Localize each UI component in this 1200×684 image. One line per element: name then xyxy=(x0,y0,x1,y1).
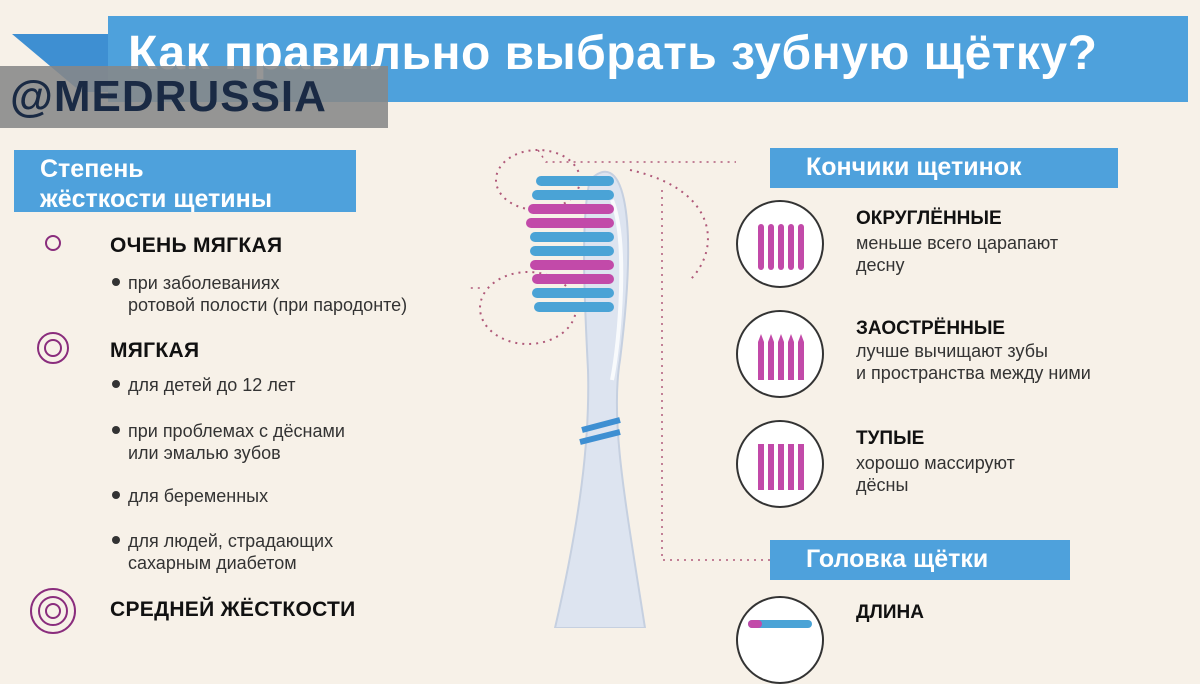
bullet-item: для детей до 12 лет xyxy=(112,374,295,396)
double-ring-icon xyxy=(37,332,69,364)
watermark-text: @MEDRUSSIA xyxy=(10,72,327,121)
single-ring-icon xyxy=(45,235,61,251)
tip-desc-rounded: меньше всего царапают десну xyxy=(856,233,1059,275)
bullet-dot-icon xyxy=(112,426,120,435)
brush-head-icon xyxy=(736,596,824,684)
stiffness-level-soft: МЯГКАЯ xyxy=(110,339,200,362)
bullet-item: при заболеваниях ротовой полости (при па… xyxy=(112,272,407,316)
tip-desc-pointed: лучше вычищают зубы и пространства между… xyxy=(856,341,1091,383)
tip-title-rounded: ОКРУГЛЁННЫЕ xyxy=(856,208,1002,229)
bristle-rows xyxy=(526,176,614,312)
stiffness-header-line1: Степень xyxy=(40,155,144,183)
bullet-dot-icon xyxy=(112,380,120,389)
bullet-item: при проблемах с дёснами или эмалью зубов xyxy=(112,420,345,464)
brush-head-title-length: ДЛИНА xyxy=(856,602,924,623)
rounded-bristles-icon xyxy=(736,200,824,288)
pointed-bristles-icon xyxy=(736,310,824,398)
tip-desc-blunt: хорошо массируют дёсны xyxy=(856,453,1015,495)
tips-section-header: Кончики щетинок xyxy=(770,148,1118,188)
stiffness-level-medium: СРЕДНЕЙ ЖЁСТКОСТИ xyxy=(110,598,356,621)
triple-ring-icon xyxy=(30,588,76,634)
toothbrush-illustration xyxy=(470,149,770,628)
stiffness-header-line2: жёсткости щетины xyxy=(40,185,273,213)
blunt-bristles-icon xyxy=(736,420,824,508)
bullet-item: для беременных xyxy=(112,485,268,507)
stiffness-section-header: Степень жёсткости щетины xyxy=(14,150,356,213)
bullet-item: для людей, страдающих сахарным диабетом xyxy=(112,530,333,574)
watermark-badge: @MEDRUSSIA xyxy=(0,66,388,128)
stiffness-level-very-soft: ОЧЕНЬ МЯГКАЯ xyxy=(110,234,283,257)
bullet-dot-icon xyxy=(112,278,120,287)
bullet-dot-icon xyxy=(112,536,120,545)
bullet-dot-icon xyxy=(112,491,120,500)
handle-grip-stripes xyxy=(579,417,621,445)
tip-title-blunt: ТУПЫЕ xyxy=(856,428,925,449)
tip-title-pointed: ЗАОСТРЁННЫЕ xyxy=(856,318,1006,339)
brush-head-section-header: Головка щётки xyxy=(770,540,1070,580)
